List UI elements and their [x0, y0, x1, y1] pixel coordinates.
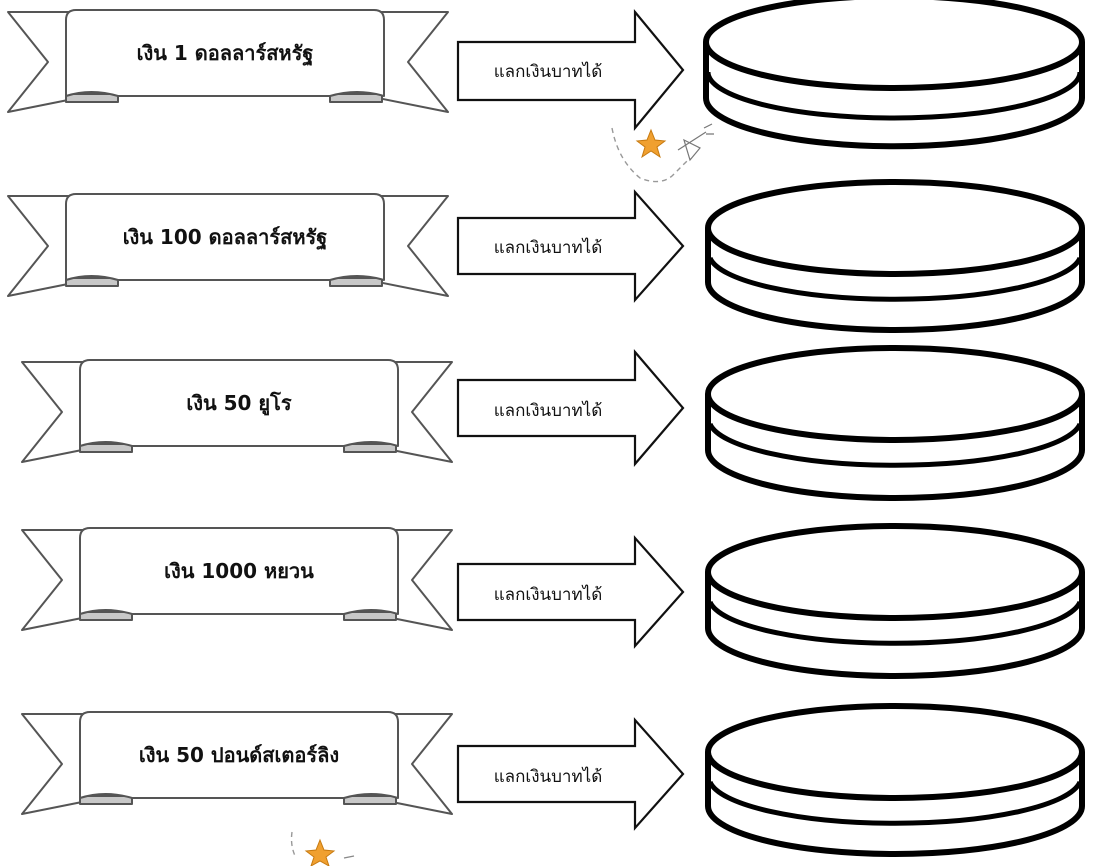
row-1: เงิน 1 ดอลลาร์สหรัฐ แลกเงินบาทได้ [7, 0, 1085, 150]
ribbon-banner [21, 527, 453, 631]
coin-answer-box[interactable] [703, 0, 1085, 150]
row-4: เงิน 1000 หยวน แลกเงินบาทได้ [21, 523, 1085, 679]
arrow [456, 8, 685, 132]
ribbon-right-tail [377, 11, 449, 113]
ribbon-banner [7, 9, 449, 113]
row-5: เงิน 50 ปอนด์สเตอร์ลิง แลกเงินบาทได้ [21, 703, 1085, 857]
arrow [456, 535, 685, 649]
row-3: เงิน 50 ยูโร แลกเงินบาทได้ [21, 345, 1085, 501]
ribbon-body [79, 527, 399, 615]
ribbon-left-fold [79, 443, 133, 453]
ribbon-left-fold [79, 795, 133, 805]
ribbon-right-fold [329, 93, 383, 103]
ribbon-right-fold [343, 443, 397, 453]
ribbon-left-tail [21, 529, 93, 631]
arrow-label: แลกเงินบาทได้ [494, 61, 603, 82]
arrow [456, 717, 685, 831]
ribbon-left-tail [7, 195, 79, 297]
arrow-label: แลกเงินบาทได้ [494, 766, 603, 787]
ribbon-right-fold [343, 611, 397, 621]
ribbon-body [79, 711, 399, 799]
arrow-label: แลกเงินบาทได้ [494, 584, 603, 605]
ribbon-left-tail [21, 361, 93, 463]
star-doodle-icon [611, 123, 714, 183]
currency-label: เงิน 1 ดอลลาร์สหรัฐ [137, 41, 314, 67]
ribbon-body [79, 359, 399, 447]
ribbon-left-fold [79, 611, 133, 621]
star-doodle-icon [290, 831, 355, 866]
ribbon-left-tail [7, 11, 79, 113]
ribbon-banner [21, 359, 453, 463]
arrow [456, 189, 685, 303]
ribbon-banner [7, 193, 449, 297]
ribbon-left-fold [65, 277, 119, 287]
arrow-label: แลกเงินบาทได้ [494, 237, 603, 258]
currency-label: เงิน 50 ยูโร [186, 391, 291, 417]
row-2: เงิน 100 ดอลลาร์สหรัฐ แลกเงินบาทได้ [7, 179, 1085, 333]
ribbon-body [65, 9, 385, 97]
ribbon-right-fold [329, 277, 383, 287]
ribbon-left-fold [65, 93, 119, 103]
coin-answer-box[interactable] [705, 523, 1085, 679]
coin-answer-box[interactable] [705, 703, 1085, 857]
currency-label: เงิน 1000 หยวน [164, 559, 314, 583]
arrow [456, 349, 685, 467]
ribbon-right-tail [377, 195, 449, 297]
ribbon-body [65, 193, 385, 281]
arrow-label: แลกเงินบาทได้ [494, 400, 603, 421]
coin-answer-box[interactable] [705, 345, 1085, 501]
ribbon-right-fold [343, 795, 397, 805]
ribbon-left-tail [21, 713, 93, 815]
currency-label: เงิน 50 ปอนด์สเตอร์ลิง [139, 743, 339, 767]
currency-label: เงิน 100 ดอลลาร์สหรัฐ [123, 225, 328, 251]
arrow-doodle-icon [677, 123, 714, 162]
coin-answer-box[interactable] [705, 179, 1085, 333]
ribbon-banner [21, 711, 453, 815]
